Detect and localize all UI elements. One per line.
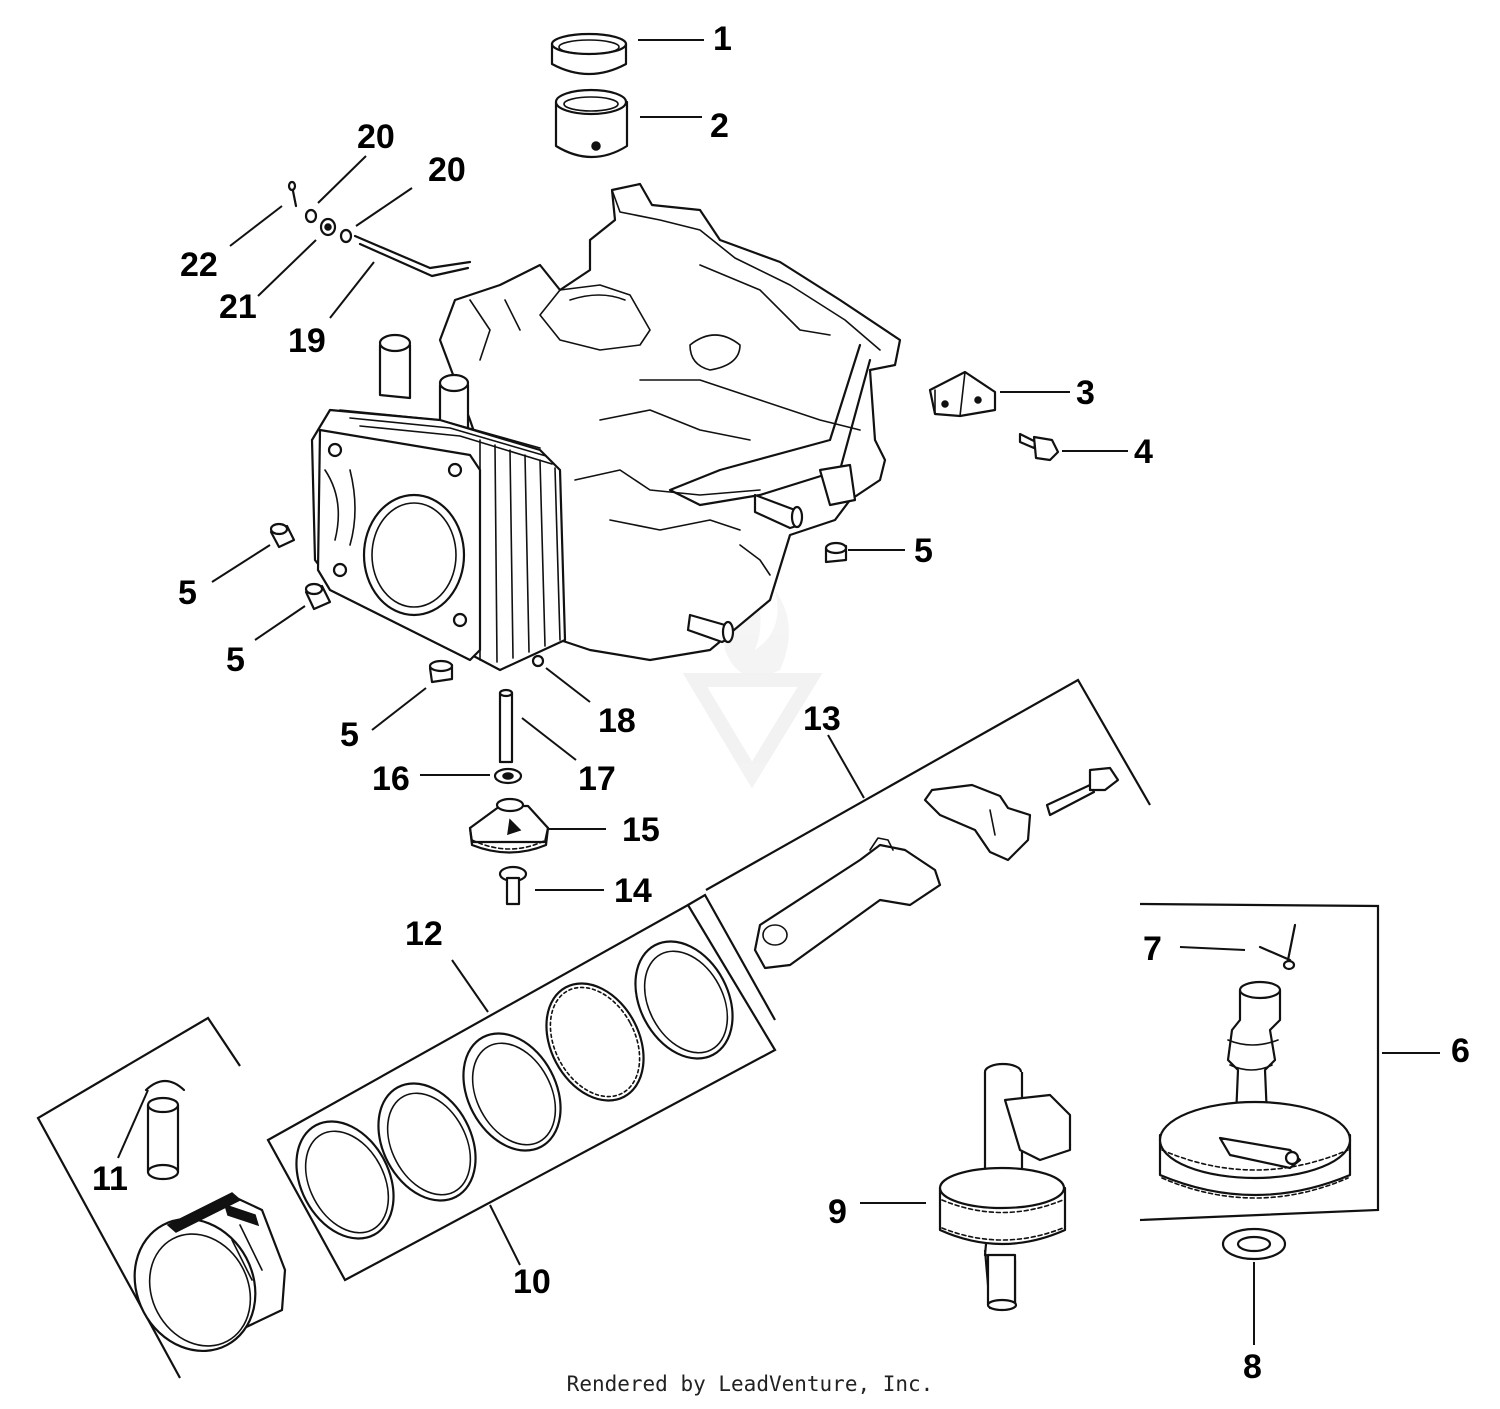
callout-9: 9 xyxy=(828,1193,847,1231)
part-11-piston-group xyxy=(36,1016,287,1379)
callout-11: 11 xyxy=(92,1160,128,1198)
callout-8: 8 xyxy=(1243,1348,1262,1386)
callouts: 1 2 3 4 5 5 5 5 6 7 8 9 10 11 12 13 14 1… xyxy=(92,20,1470,1386)
callout-16: 16 xyxy=(372,760,410,798)
part-12-rings-group xyxy=(266,893,777,1282)
part-9-crankshaft xyxy=(938,1062,1072,1312)
callout-5-left-upper: 5 xyxy=(178,574,197,612)
part-6-camshaft-group xyxy=(1139,902,1380,1222)
part-5-dowel-c xyxy=(428,659,454,684)
part-8-washer xyxy=(1221,1227,1287,1261)
callout-20-lower: 20 xyxy=(428,151,466,189)
callout-12: 12 xyxy=(405,915,443,953)
part-19-tube xyxy=(353,234,472,278)
callout-4: 4 xyxy=(1134,433,1153,471)
callout-7: 7 xyxy=(1143,930,1162,968)
part-14-pin xyxy=(498,865,528,906)
callout-1: 1 xyxy=(713,20,732,58)
part-20-clip-upper xyxy=(304,208,318,224)
part-22-pin xyxy=(287,180,298,208)
callout-19: 19 xyxy=(288,322,326,360)
part-17-shaft xyxy=(498,688,514,764)
callout-2: 2 xyxy=(710,107,729,145)
callout-6: 6 xyxy=(1451,1032,1470,1070)
part-5-dowel-b xyxy=(304,582,332,611)
callout-17: 17 xyxy=(578,760,616,798)
part-13-connecting-rod-group xyxy=(705,678,1151,970)
part-2-bushing xyxy=(554,88,629,158)
callout-18: 18 xyxy=(598,702,636,740)
footer-credit: Rendered by LeadVenture, Inc. xyxy=(566,1372,934,1396)
callout-5-right: 5 xyxy=(914,532,933,570)
callout-22: 22 xyxy=(180,246,218,284)
leader-lines xyxy=(117,39,1440,1345)
part-15-gear xyxy=(468,797,550,854)
callout-5-left-lower: 5 xyxy=(226,641,245,679)
part-16-washer xyxy=(493,767,523,785)
part-7-pin xyxy=(1258,923,1297,971)
callout-13: 13 xyxy=(803,700,841,738)
part-3-bracket xyxy=(928,370,997,418)
part-5-dowel-a xyxy=(269,522,296,549)
part-18-ball xyxy=(531,654,545,668)
callout-21: 21 xyxy=(219,288,257,326)
callout-15: 15 xyxy=(622,811,660,849)
callout-3: 3 xyxy=(1076,374,1095,412)
callout-20-upper: 20 xyxy=(357,118,395,156)
part-21-washer xyxy=(319,217,337,237)
callout-5-bottom: 5 xyxy=(340,716,359,754)
part-1-bearing xyxy=(550,32,628,75)
callout-10: 10 xyxy=(513,1263,551,1301)
crankcase-block xyxy=(310,182,902,672)
part-20-clip-lower xyxy=(339,228,353,244)
callout-14: 14 xyxy=(614,872,652,910)
part-4-bolt xyxy=(1018,432,1060,462)
part-5-dowel-d xyxy=(824,541,848,564)
